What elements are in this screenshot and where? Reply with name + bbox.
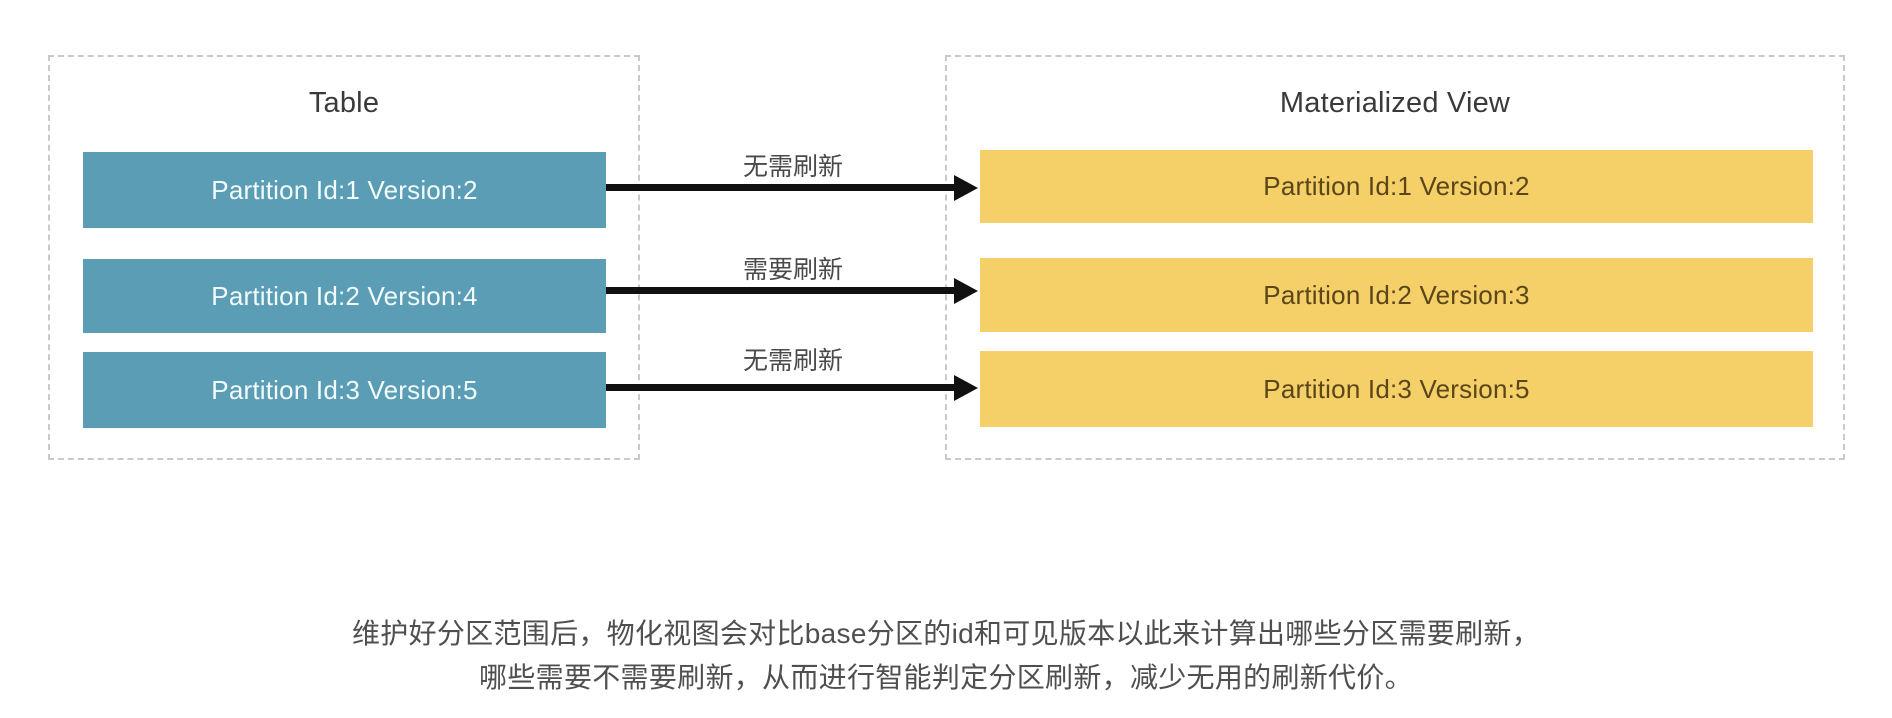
materialized-view-partition-box: Partition Id:2 Version:3	[980, 258, 1813, 332]
arrow-head-icon	[954, 278, 978, 304]
refresh-arrow-label: 无需刷新	[742, 153, 843, 181]
table-panel: Table	[48, 55, 640, 460]
diagram-caption: 维护好分区范围后，物化视图会对比base分区的id和可见版本以此来计算出哪些分区…	[0, 612, 1892, 700]
materialized-view-panel: Materialized View	[945, 55, 1845, 460]
table-partition-label: Partition Id:3 Version:5	[211, 374, 478, 405]
materialized-view-panel-title: Materialized View	[1279, 87, 1511, 119]
arrow-line-icon	[606, 384, 958, 391]
caption-line-1: 维护好分区范围后，物化视图会对比base分区的id和可见版本以此来计算出哪些分区…	[351, 618, 1540, 649]
arrow-line-icon	[606, 287, 958, 294]
refresh-arrow-label: 需要刷新	[742, 256, 843, 284]
table-partition-box: Partition Id:3 Version:5	[83, 352, 606, 428]
table-partition-box: Partition Id:2 Version:4	[83, 259, 606, 333]
table-partition-label: Partition Id:1 Version:2	[211, 174, 478, 205]
materialized-view-partition-label: Partition Id:1 Version:2	[1263, 171, 1530, 201]
table-panel-title: Table	[308, 87, 380, 119]
refresh-arrow-label: 无需刷新	[742, 347, 843, 375]
caption-line-2: 哪些需要不需要刷新，从而进行智能判定分区刷新，减少无用的刷新代价。	[479, 662, 1413, 693]
table-partition-box: Partition Id:1 Version:2	[83, 152, 606, 228]
arrow-head-icon	[954, 375, 978, 401]
arrow-head-icon	[954, 175, 978, 201]
arrow-line-icon	[606, 184, 958, 191]
materialized-view-partition-label: Partition Id:2 Version:3	[1263, 279, 1530, 310]
table-partition-label: Partition Id:2 Version:4	[211, 280, 478, 311]
materialized-view-partition-box: Partition Id:1 Version:2	[980, 150, 1813, 223]
materialized-view-partition-label: Partition Id:3 Version:5	[1263, 373, 1530, 404]
materialized-view-partition-box: Partition Id:3 Version:5	[980, 351, 1813, 427]
